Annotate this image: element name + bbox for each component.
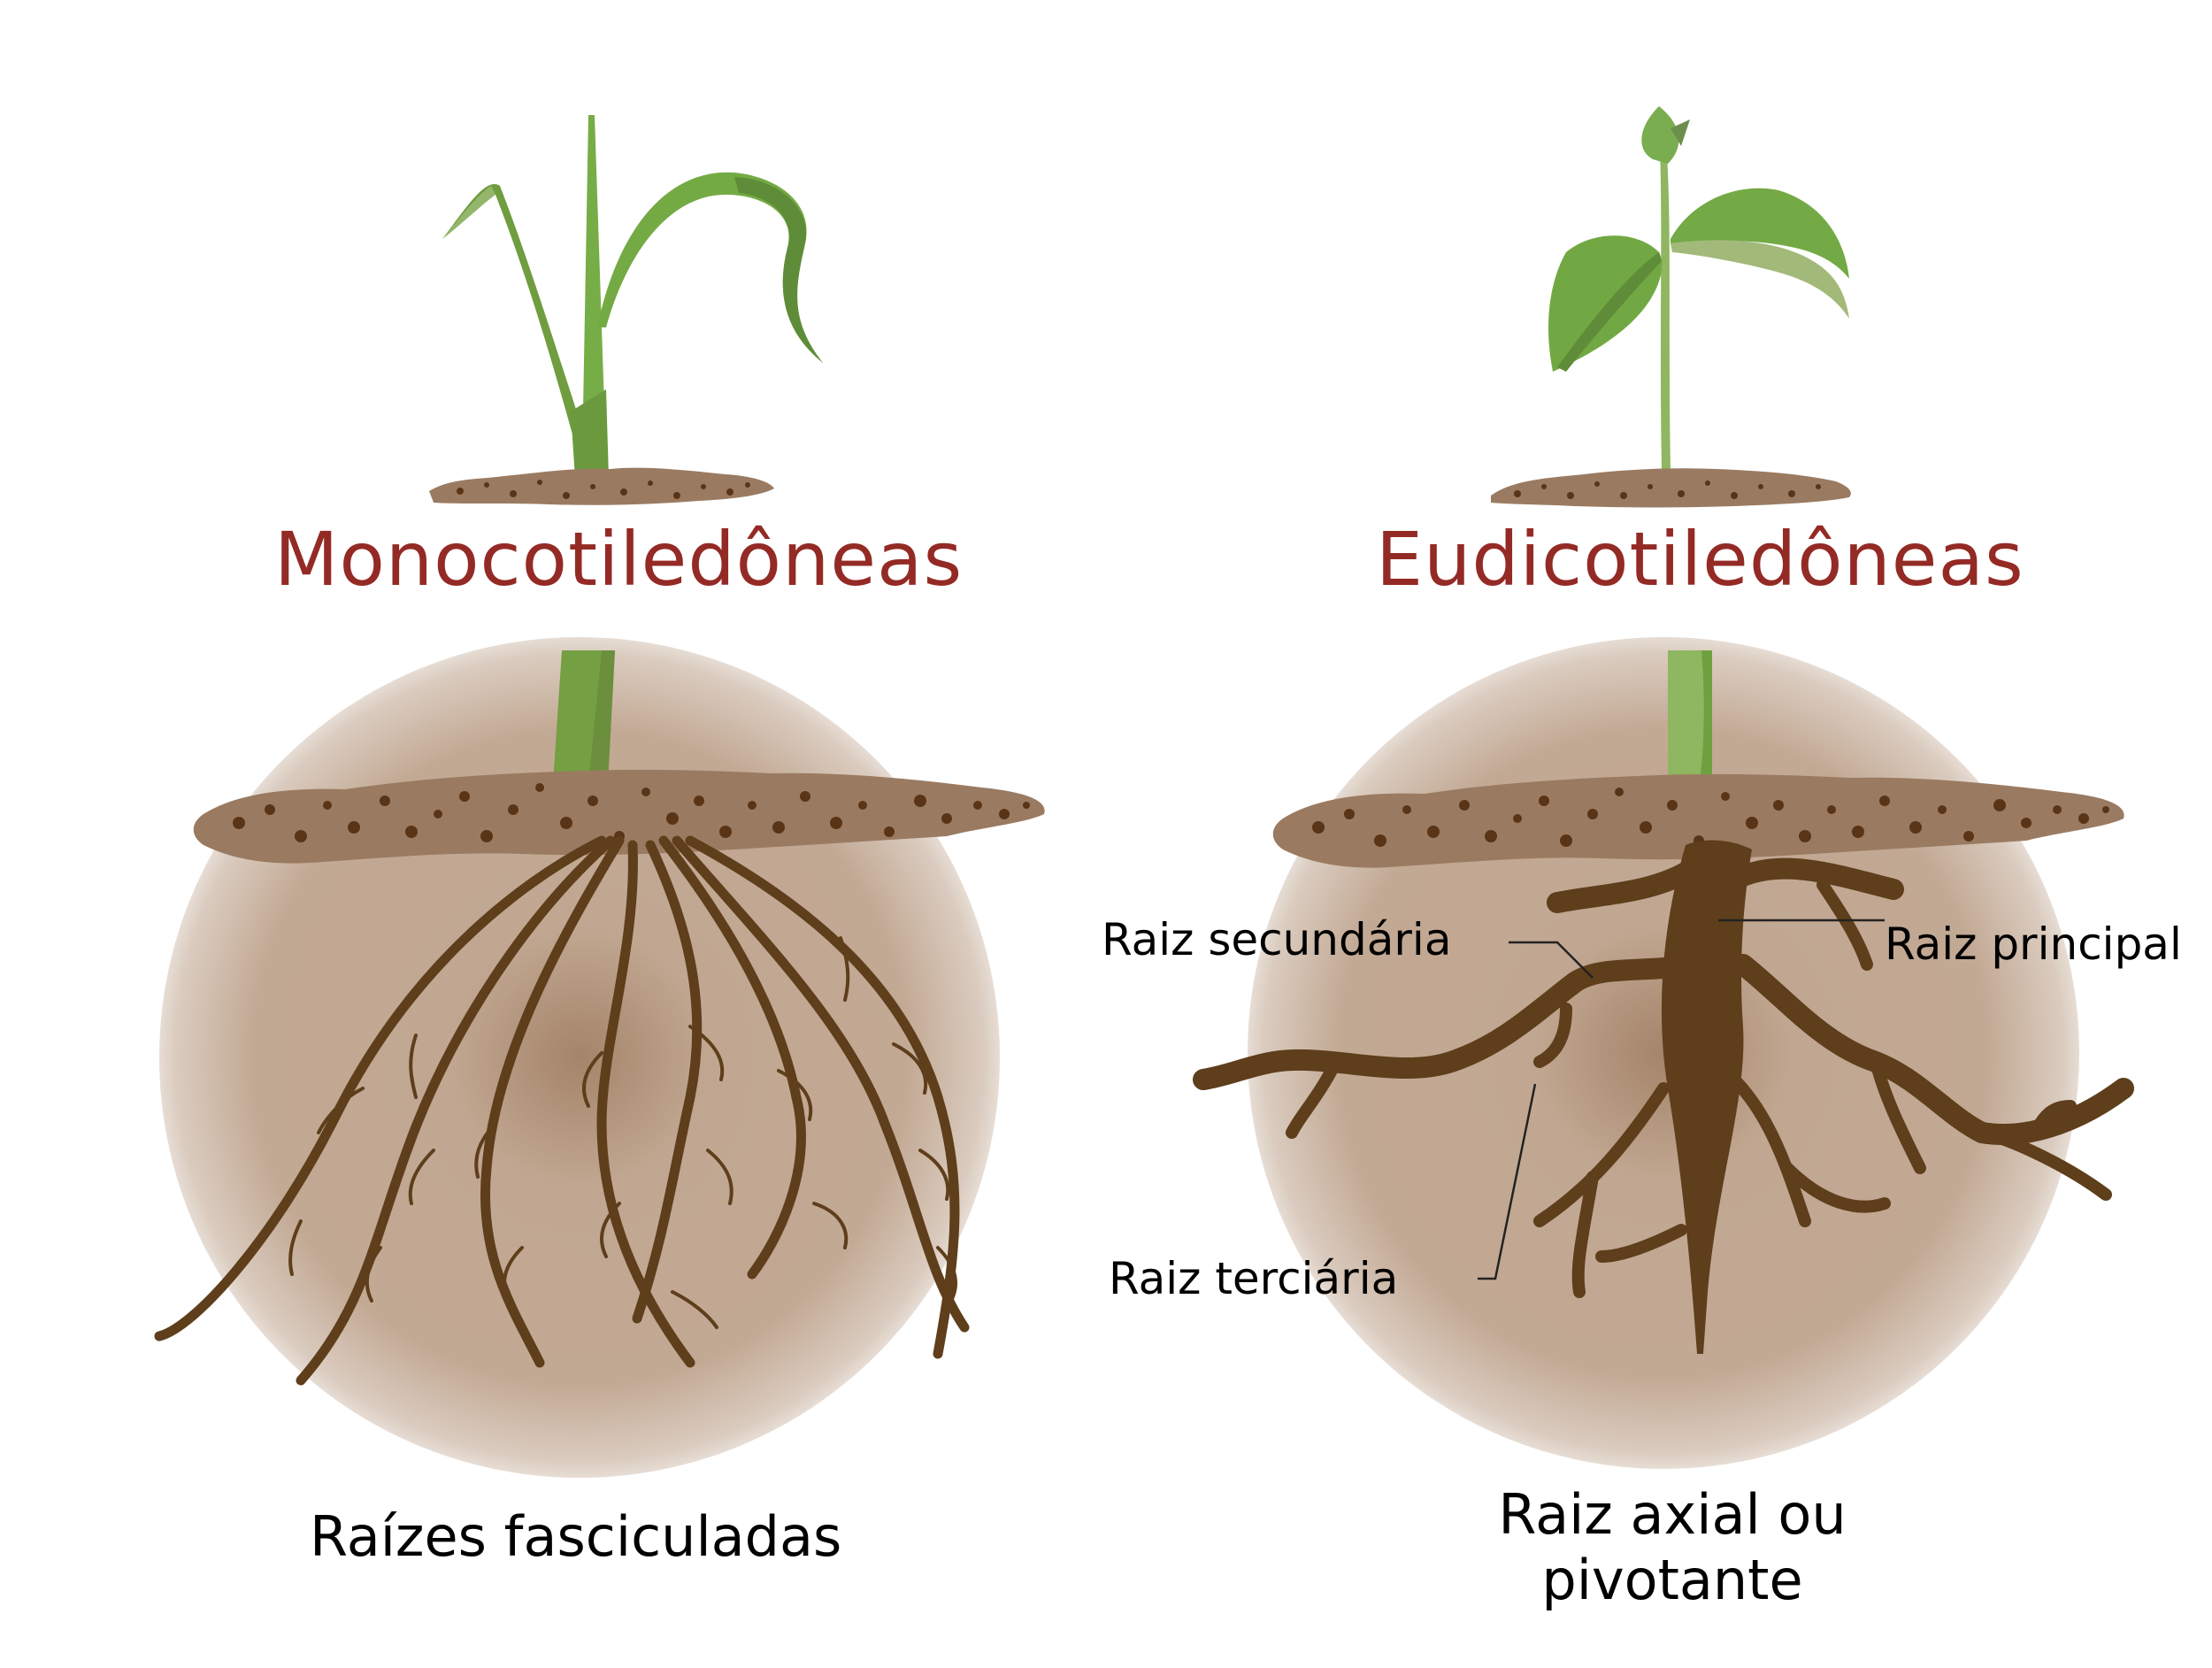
- eudicot-seedling-icon: [1548, 106, 1849, 469]
- taproot-illustration: [1193, 840, 2134, 1354]
- monocot-title: Monocotiledôneas: [274, 516, 964, 603]
- eudicot-soil-layer: [1272, 773, 2124, 868]
- eudicot-root-caption-line2: pivotante: [1541, 1548, 1803, 1613]
- leader-tertiary: [1478, 1083, 1537, 1280]
- monocot-seedling-icon: [442, 115, 823, 478]
- eudicot-root-caption: Raiz axial ou pivotante: [1478, 1482, 1867, 1614]
- monocot-root-caption: Raízes fasciculadas: [310, 1504, 842, 1569]
- eudicot-root-caption-line1: Raiz axial ou: [1498, 1482, 1847, 1547]
- eudicot-top-soil: [1491, 468, 1851, 508]
- eudicot-stem: [1668, 650, 1712, 783]
- monocot-top-soil: [429, 467, 774, 505]
- monocot-stem: [553, 650, 615, 783]
- leader-secondary: [1509, 941, 1594, 979]
- fibrous-roots-illustration: [154, 835, 970, 1386]
- eudicot-title: Eudicotiledôneas: [1376, 516, 2024, 603]
- label-tertiary-root: Raiz terciária: [1109, 1253, 1399, 1304]
- monocot-soil-layer: [193, 769, 1045, 864]
- label-secondary-root: Raiz secundária: [1102, 914, 1452, 965]
- label-principal-root: Raiz principal: [1885, 919, 2182, 970]
